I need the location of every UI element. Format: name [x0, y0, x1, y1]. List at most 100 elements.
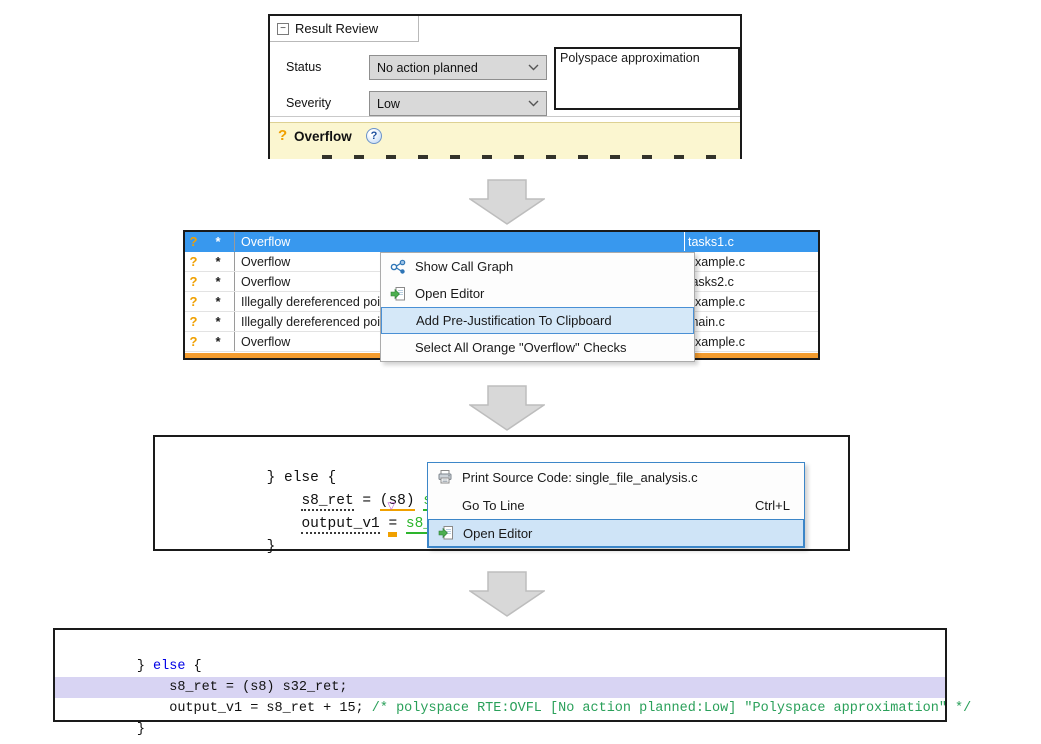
status-value: No action planned [377, 60, 478, 75]
code-text: } [136, 722, 145, 737]
source-code-panel: } else { s8_ret = (s8) s32_ret; output_v… [153, 435, 850, 555]
file-cell: example.c [684, 332, 818, 351]
menu-item-label: Select All Orange "Overflow" Checks [415, 340, 627, 355]
menu-item-open-editor[interactable]: Open Editor [428, 519, 804, 547]
truncated-text-strip [322, 155, 730, 159]
orange-flag-icon: ? [278, 127, 288, 144]
code-text: s8_ret = (s8) s32_ret; [136, 680, 348, 695]
star-indicator: * [202, 272, 235, 291]
star-indicator: * [202, 232, 235, 251]
flow-arrow-icon [469, 571, 545, 617]
code-text [397, 516, 406, 532]
results-table-panel: ? * Overflow tasks1.c ? * Overflow examp… [183, 230, 820, 362]
file-cell: tasks1.c [684, 232, 818, 251]
variable-token[interactable]: s8_ret [301, 493, 354, 511]
overflow-check-wrap: =▽ [387, 502, 398, 536]
code-text: output_v1 = s8_ret + 15; [136, 701, 372, 716]
check-name-cell: Illegally dereferenced pointer [241, 295, 402, 309]
status-dropdown[interactable]: No action planned [369, 55, 547, 80]
severity-dropdown[interactable]: Low [369, 91, 547, 116]
panel-title: Result Review [295, 21, 379, 36]
annotated-code-panel: } else { s8_ret = (s8) s32_ret; output_v… [53, 628, 971, 737]
cast-check-token[interactable]: (s8) [379, 493, 415, 511]
highlighted-code-line: output_v1 = s8_ret + 15; /* polyspace RT… [55, 677, 971, 716]
star-indicator: * [202, 312, 235, 331]
flow-arrow-icon [469, 385, 545, 431]
context-menu: Show Call Graph Open Editor Add Pre-Just… [380, 252, 695, 362]
menu-item-label: Open Editor [415, 286, 485, 301]
open-editor-icon [381, 286, 415, 302]
check-name-cell: Overflow [241, 275, 291, 289]
status-label: Status [286, 60, 322, 74]
separator [270, 116, 740, 117]
code-text [380, 516, 389, 532]
star-indicator: * [202, 332, 235, 351]
file-cell: tasks2.c [684, 272, 818, 291]
menu-item-show-call-graph[interactable]: Show Call Graph [381, 253, 694, 280]
severity-label: Severity [286, 96, 332, 110]
check-name-cell: Overflow [241, 335, 291, 349]
open-editor-icon [429, 525, 463, 541]
code-text [415, 493, 424, 509]
menu-item-label: Open Editor [463, 525, 533, 541]
menu-item-label: Go To Line [462, 497, 525, 513]
code-line: } else { [55, 635, 945, 674]
code-text: } [266, 539, 276, 555]
check-title: Overflow [294, 129, 352, 144]
check-name-cell: Illegally dereferenced pointer [241, 315, 402, 329]
file-cell: example.c [684, 292, 818, 311]
annotated-code: } else { s8_ret = (s8) s32_ret; output_v… [55, 635, 971, 737]
context-menu: Print Source Code: single_file_analysis.… [427, 462, 805, 548]
check-name-cell: Overflow [241, 235, 291, 249]
result-review-panel: − Result Review Status No action planned… [268, 14, 742, 159]
header-underline [270, 41, 418, 42]
flag-icon: ? [189, 334, 198, 349]
keyword-token: else [153, 659, 186, 674]
flag-icon: ? [189, 234, 198, 249]
file-cell: example.c [684, 252, 818, 271]
help-icon[interactable]: ? [366, 128, 382, 144]
shortcut-label: Ctrl+L [754, 497, 790, 513]
flag-icon: ? [189, 254, 198, 269]
star-indicator: * [202, 252, 235, 271]
file-cell: main.c [684, 312, 818, 331]
check-header-bar: ? Overflow ? [270, 122, 740, 159]
chevron-down-icon [528, 64, 539, 71]
collapse-icon[interactable]: − [277, 23, 289, 35]
code-comment: /* polyspace RTE:OVFL [No action planned… [371, 701, 972, 716]
menu-item-select-all-orange[interactable]: Select All Orange "Overflow" Checks [381, 334, 694, 361]
indent [267, 493, 302, 509]
flow-arrow-icon [469, 179, 545, 225]
indent [267, 516, 302, 532]
menu-item-go-to-line[interactable]: Go To Line Ctrl+L [428, 491, 804, 519]
code-line: } [155, 513, 848, 555]
menu-item-open-editor[interactable]: Open Editor [381, 280, 694, 307]
chevron-down-icon [528, 100, 539, 107]
code-text: } else { [266, 470, 337, 486]
flag-icon: ? [189, 294, 198, 309]
printer-icon [428, 469, 462, 485]
table-row[interactable]: ? * Overflow tasks1.c [185, 232, 818, 252]
comment-box[interactable]: Polyspace approximation [554, 47, 740, 110]
code-line: } [55, 698, 945, 737]
code-text: { [185, 659, 202, 674]
flag-icon: ? [189, 274, 198, 289]
overflow-check-token[interactable]: = [388, 516, 398, 534]
flag-icon: ? [189, 314, 198, 329]
menu-item-add-prejustification[interactable]: Add Pre-Justification To Clipboard [381, 307, 694, 334]
code-text: = [353, 493, 380, 509]
call-graph-icon [381, 259, 415, 275]
result-review-header: − Result Review [270, 16, 740, 42]
menu-item-print-source[interactable]: Print Source Code: single_file_analysis.… [428, 463, 804, 491]
variable-token[interactable]: output_v1 [301, 516, 380, 534]
code-line: } else { [155, 444, 848, 486]
menu-item-label: Show Call Graph [415, 259, 514, 274]
code-text: } [136, 659, 154, 674]
menu-item-label: Add Pre-Justification To Clipboard [416, 313, 612, 328]
header-divider [418, 16, 419, 42]
severity-value: Low [377, 96, 400, 111]
verified-marker-icon: ▽ [387, 501, 396, 512]
menu-item-label: Print Source Code: single_file_analysis.… [462, 469, 698, 485]
star-indicator: * [202, 292, 235, 311]
